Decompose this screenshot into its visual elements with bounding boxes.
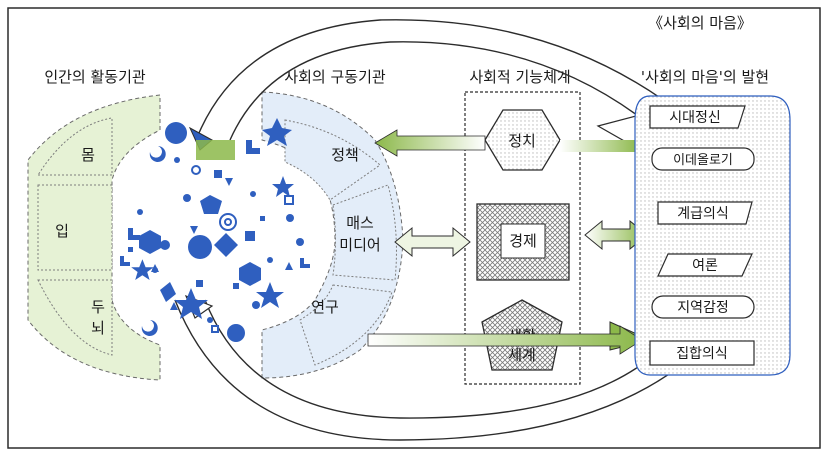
lower-loop-arrow: [174, 294, 701, 441]
regionalism-label: 지역감정: [677, 300, 729, 316]
manifestation-panel: [634, 95, 791, 376]
economy-label: 경제: [509, 232, 537, 250]
class-consciousness-box: [657, 201, 753, 225]
organ-brain: 뇌: [91, 319, 105, 337]
regionalism-box: [651, 295, 755, 319]
zeitgeist-box: [649, 105, 746, 129]
scattered-shapes: [120, 118, 310, 342]
social-organs-arc: [261, 91, 404, 379]
class-consciousness-label: 계급의식: [677, 206, 729, 222]
social-organ-mass: 매스: [346, 214, 374, 232]
zeitgeist-label: 시대정신: [669, 110, 721, 126]
human-organs-arc: [27, 94, 161, 381]
collective-consciousness-box: [649, 340, 755, 366]
collective-consciousness-label: 집합의식: [676, 346, 728, 362]
social-organ-media: 미디어: [339, 236, 380, 254]
arrow-research-to-manifest: [367, 325, 643, 355]
organ-body: 몸: [81, 146, 95, 164]
arrow-media-economy: [394, 226, 471, 258]
public-opinion-label: 여론: [692, 258, 718, 274]
economy-inner: [500, 223, 546, 259]
outer-frame: [7, 7, 821, 449]
arrow-politics-to-policy: [374, 129, 486, 157]
social-organ-research: 연구: [311, 298, 339, 316]
politics-label: 정치: [508, 132, 536, 150]
header-social-organs: 사회의 구동기관: [284, 68, 386, 86]
header-manifestation: '사회의 마음'의 발현: [641, 68, 769, 86]
ideology-box: [651, 147, 755, 171]
arrow-politics-to-manifest: [560, 140, 640, 152]
lifeworld-label-2: 세계: [508, 346, 536, 364]
diagram-title: 《사회의 마음》: [648, 14, 752, 32]
public-opinion-box: [657, 253, 753, 277]
social-organ-policy: 정책: [331, 146, 359, 164]
loop-arrow-head-fill: [196, 140, 235, 160]
header-human-organs: 인간의 활동기관: [44, 68, 146, 86]
organ-head: 두: [91, 298, 105, 316]
ideology-label: 이데올로기: [673, 153, 733, 168]
header-functional-system: 사회적 기능체계: [469, 68, 570, 86]
organ-mouth: 입: [55, 222, 69, 240]
scattered-outline-shapes: [191, 165, 294, 333]
